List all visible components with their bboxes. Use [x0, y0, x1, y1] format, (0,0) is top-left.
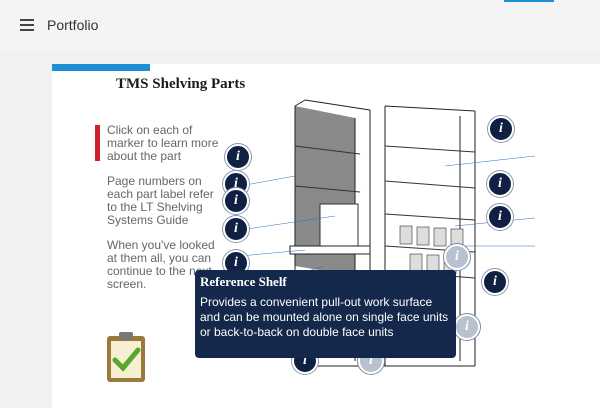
info-icon: i — [234, 176, 238, 191]
info-marker-8[interactable]: i — [487, 204, 513, 230]
info-marker-11[interactable]: i — [454, 314, 480, 340]
instruction-1: Click on each of marker to learn more ab… — [107, 123, 219, 163]
info-marker-3[interactable]: i — [223, 188, 249, 214]
info-icon: i — [234, 221, 238, 236]
app-title: Portfolio — [47, 17, 99, 33]
info-icon: i — [234, 193, 238, 208]
info-icon: i — [498, 209, 502, 224]
content-card: TMS Shelving Parts Click on each of mark… — [52, 64, 600, 408]
instruction-3: When you've looked at them all, you can … — [107, 238, 215, 291]
tooltip-title: Reference Shelf — [200, 274, 287, 289]
info-marker-6[interactable]: i — [488, 116, 514, 142]
info-marker-reference-shelf[interactable]: i — [444, 244, 470, 270]
info-icon: i — [498, 176, 502, 191]
info-icon: i — [234, 255, 238, 270]
info-icon: i — [236, 149, 240, 164]
top-bar: Portfolio — [0, 0, 600, 50]
reference-shelf-tooltip: Reference Shelf Provides a convenient pu… — [195, 270, 456, 358]
info-marker-2[interactable]: i — [225, 144, 251, 170]
info-marker-10[interactable]: i — [482, 269, 508, 295]
info-icon: i — [455, 249, 459, 264]
clipboard-check-icon[interactable] — [105, 330, 147, 383]
page-title: TMS Shelving Parts — [116, 76, 246, 92]
info-marker-7[interactable]: i — [487, 171, 513, 197]
info-icon: i — [465, 319, 469, 334]
tooltip-body: Provides a convenient pull-out work surf… — [200, 295, 449, 339]
info-icon: i — [499, 121, 503, 136]
top-accent-line — [504, 0, 554, 2]
hamburger-icon[interactable] — [20, 19, 34, 31]
instruction-2: Page numbers on each part label refer to… — [107, 174, 214, 227]
title-accent-bar — [52, 64, 150, 71]
instruction-accent-bar — [95, 125, 100, 161]
info-marker-4[interactable]: i — [223, 216, 249, 242]
info-icon: i — [369, 353, 373, 368]
info-icon: i — [303, 353, 307, 368]
instructions: Click on each of marker to learn more ab… — [107, 124, 225, 303]
info-icon: i — [493, 274, 497, 289]
